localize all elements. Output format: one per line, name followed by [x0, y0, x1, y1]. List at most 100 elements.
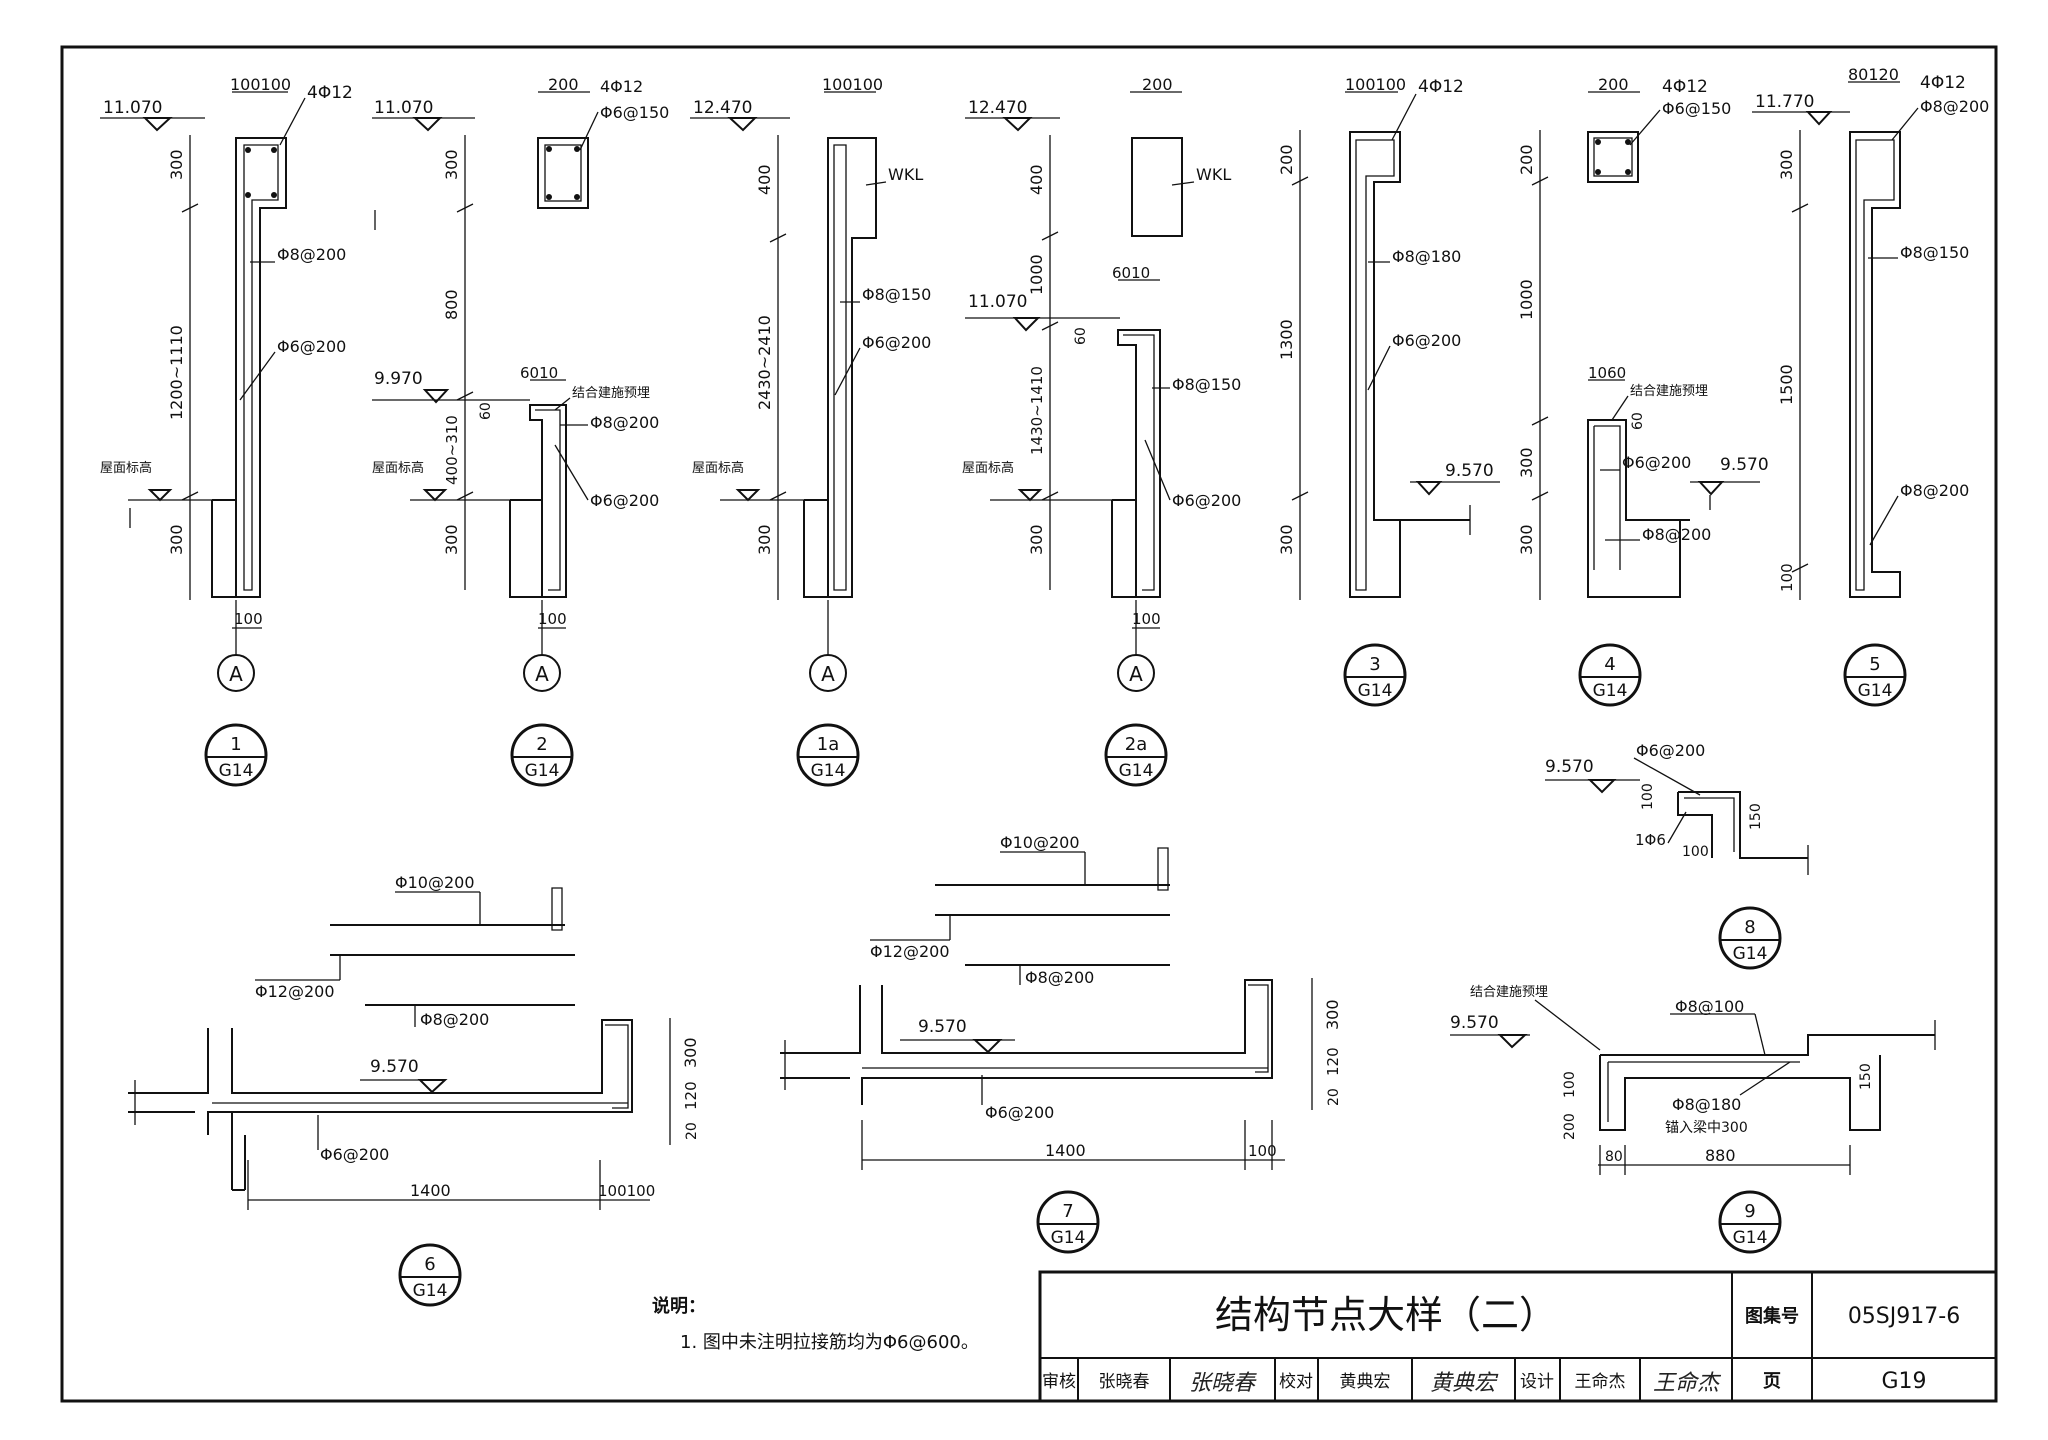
- d4-dim-60: 60: [1630, 412, 1646, 430]
- d8-ref-num: 8: [1744, 917, 1755, 938]
- d2a-elev-top: 12.470: [968, 98, 1027, 118]
- d2-dim-800: 800: [442, 289, 461, 320]
- d8-ref-sheet: G14: [1733, 944, 1768, 964]
- d3-dim-300: 300: [1277, 524, 1296, 555]
- detail-2: 11.070 200 4Φ12 Φ6@150 300 800 400~310 3…: [372, 75, 669, 787]
- d4-ref-sheet: G14: [1593, 681, 1628, 701]
- d6-rebar-8: Φ8@200: [420, 1010, 489, 1029]
- d6-dim-20: 20: [684, 1122, 700, 1140]
- detail-9: 结合建施预埋 9.570 Φ8@100 100 200 150 Φ8@180 锚…: [1450, 985, 1936, 1254]
- d2-elev-top: 11.070: [374, 98, 433, 118]
- d6-rebar-12: Φ12@200: [255, 982, 335, 1001]
- d2-dim-100: 100: [538, 610, 567, 628]
- d2a-dim-1000: 1000: [1027, 254, 1046, 295]
- d2a-ref-sheet: G14: [1119, 761, 1154, 781]
- page-value: G19: [1881, 1369, 1926, 1394]
- d2-elev-mid: 9.970: [374, 369, 423, 389]
- title-block: 结构节点大样（二） 图集号 05SJ917-6 页 G19 审核 张晓春 张晓春…: [1038, 1270, 1998, 1403]
- d2-ref-num: 2: [536, 734, 547, 755]
- d6-ref-num: 6: [424, 1254, 435, 1275]
- d3-rebar-b: Φ6@200: [1392, 331, 1461, 350]
- d2-rebar-a: Φ8@200: [590, 413, 659, 432]
- d6-dim-300: 300: [681, 1037, 700, 1068]
- check-name: 黄典宏: [1340, 1372, 1391, 1392]
- atlas-label: 图集号: [1745, 1305, 1799, 1327]
- d4-dim-300a: 300: [1517, 447, 1536, 478]
- d2a-ref-num: 2a: [1125, 734, 1147, 755]
- d1-label-roof: 屋面标高: [100, 460, 152, 476]
- d7-rebar-10: Φ10@200: [1000, 833, 1080, 852]
- review-label: 审核: [1042, 1372, 1076, 1392]
- d9-ref-sheet: G14: [1733, 1228, 1768, 1248]
- d1a-dim-top: 100100: [822, 75, 883, 94]
- d4-rebar-a: Φ6@200: [1622, 453, 1691, 472]
- d1-dim-300a: 300: [167, 149, 186, 180]
- d4-dim-200: 200: [1517, 144, 1536, 175]
- d3-rebar-a: Φ8@180: [1392, 247, 1461, 266]
- d4-label-embed: 结合建施预埋: [1630, 384, 1708, 399]
- d5-ref-sheet: G14: [1858, 681, 1893, 701]
- d4-rebar-top: 4Φ12: [1662, 77, 1708, 97]
- d2a-dim-300: 300: [1027, 524, 1046, 555]
- d5-dim-100: 100: [1778, 563, 1796, 592]
- d1a-rebar-b: Φ6@200: [862, 333, 931, 352]
- d8-rebar-b: 1Φ6: [1635, 831, 1666, 849]
- d2a-dim-100: 100: [1132, 610, 1161, 628]
- d3-dim-200: 200: [1277, 144, 1296, 175]
- d1a-axis: A: [821, 662, 835, 686]
- d9-dim-100: 100: [1562, 1071, 1578, 1098]
- d2-dim-200: 200: [548, 75, 579, 94]
- detail-5: 11.770 80120 4Φ12 Φ8@200 300 1500 100 Φ8…: [1752, 65, 1989, 707]
- d1a-rebar-a: Φ8@150: [862, 285, 931, 304]
- review-name: 张晓春: [1099, 1372, 1150, 1392]
- detail-1: 11.070 100100 4Φ12 300 1200~1110 300 屋面标…: [100, 75, 353, 787]
- d3-dim-top: 100100: [1345, 75, 1406, 94]
- d9-dim-880: 880: [1705, 1146, 1736, 1165]
- d2a-label-roof: 屋面标高: [962, 460, 1014, 476]
- d2a-elev-mid: 11.070: [968, 292, 1027, 312]
- d6-dim-100100: 100100: [598, 1182, 655, 1200]
- d6-rebar-10: Φ10@200: [395, 873, 475, 892]
- d5-dim-top: 80120: [1848, 65, 1899, 84]
- d5-rebar-a: Φ8@150: [1900, 243, 1969, 262]
- notes: 说明： 1. 图中未注明拉接筋均为Φ6@600。: [652, 1295, 979, 1353]
- d9-rebar-b: Φ8@180: [1672, 1095, 1741, 1114]
- d3-dim-1300: 1300: [1277, 319, 1296, 360]
- d2a-label-wkl: WKL: [1196, 165, 1231, 184]
- d4-dim-1060: 1060: [1588, 364, 1626, 382]
- page-label: 页: [1763, 1371, 1781, 1392]
- d7-rebar-12: Φ12@200: [870, 942, 950, 961]
- d1-rebar-a: Φ8@200: [277, 245, 346, 264]
- d2-axis: A: [535, 662, 549, 686]
- d7-dim-300: 300: [1323, 999, 1342, 1030]
- d8-dim-100a: 100: [1640, 783, 1656, 810]
- d1-ref-num: 1: [230, 734, 241, 755]
- d2a-dim-400: 400: [1027, 164, 1046, 195]
- d8-rebar-a: Φ6@200: [1636, 741, 1705, 760]
- check-label: 校对: [1279, 1372, 1313, 1392]
- d1a-label-roof: 屋面标高: [692, 460, 744, 476]
- d7-rebar-8: Φ8@200: [1025, 968, 1094, 987]
- detail-1a: 12.470 100100 WKL 400 2430~2410 300 屋面标高…: [690, 75, 931, 787]
- d1a-dim-400: 400: [755, 164, 774, 195]
- d7-ref-sheet: G14: [1051, 1228, 1086, 1248]
- d1-elev-top: 11.070: [103, 98, 162, 118]
- d4-dim-300b: 300: [1517, 524, 1536, 555]
- d2a-dim-6010: 6010: [1112, 264, 1150, 282]
- sheet-border: [60, 45, 1998, 1403]
- d9-dim-150: 150: [1858, 1063, 1874, 1090]
- d6-dim-1400: 1400: [410, 1181, 451, 1200]
- d8-dim-150: 150: [1748, 803, 1764, 830]
- d6-elev: 9.570: [370, 1057, 419, 1077]
- detail-8: 9.570 Φ6@200 100 150 1Φ6 100 8 G14: [1545, 741, 1809, 970]
- d2-label-roof: 屋面标高: [372, 460, 424, 476]
- d7-ref-num: 7: [1062, 1201, 1073, 1222]
- d1-rebar-top: 4Φ12: [307, 83, 353, 103]
- d2a-dim-200: 200: [1142, 75, 1173, 94]
- d4-dim-1000: 1000: [1517, 279, 1536, 320]
- detail-7: Φ10@200 Φ12@200 Φ8@200 9.570 300 120 20 …: [780, 833, 1342, 1254]
- d1-dim-top: 100100: [230, 75, 291, 94]
- review-signature: 张晓春: [1189, 1371, 1257, 1396]
- d2a-axis: A: [1129, 662, 1143, 686]
- d7-rebar-6: Φ6@200: [985, 1103, 1054, 1122]
